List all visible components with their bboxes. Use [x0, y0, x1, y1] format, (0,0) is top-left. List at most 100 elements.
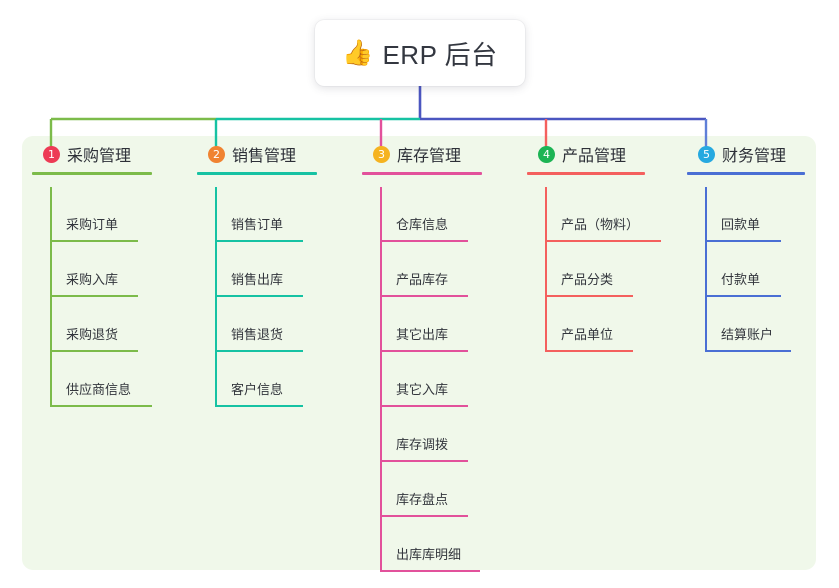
leaf-item-rule — [380, 350, 468, 352]
leaf-item-label: 出库库明细 — [396, 547, 462, 562]
leaf-item[interactable]: 供应商信息 — [50, 352, 197, 407]
leaf-item[interactable]: 销售退货 — [215, 297, 362, 352]
leaf-item-rule — [380, 460, 468, 462]
leaf-item-label: 其它入库 — [396, 382, 449, 397]
leaf-item[interactable]: 采购订单 — [50, 187, 197, 242]
column-items: 回款单付款单结算账户 — [687, 187, 839, 352]
column-header-rule — [527, 172, 645, 175]
leaf-item-label: 销售退货 — [231, 327, 284, 342]
leaf-item[interactable]: 仓库信息 — [380, 187, 527, 242]
column-header-rule — [32, 172, 152, 175]
leaf-item[interactable]: 结算账户 — [705, 297, 839, 352]
column-items: 产品（物料） 产品分类产品单位 — [527, 187, 692, 352]
leaf-item[interactable]: 其它入库 — [380, 352, 527, 407]
column-spine — [705, 187, 707, 352]
column-header[interactable]: 4 产品管理 — [527, 136, 692, 172]
column-spine — [50, 187, 52, 407]
leaf-item[interactable]: 回款单 — [705, 187, 839, 242]
column-产品管理: 4 产品管理产品（物料） 产品分类产品单位 — [527, 136, 692, 352]
leaf-item-rule — [380, 405, 468, 407]
leaf-item-label: 结算账户 — [721, 327, 774, 342]
leaf-item-rule — [705, 295, 781, 297]
column-header-rule — [687, 172, 805, 175]
leaf-item[interactable]: 客户信息 — [215, 352, 362, 407]
column-items: 销售订单销售出库销售退货客户信息 — [197, 187, 362, 407]
column-index-badge: 4 — [538, 145, 555, 163]
leaf-item-label: 采购入库 — [66, 272, 119, 287]
leaf-item[interactable]: 采购退货 — [50, 297, 197, 352]
leaf-item-rule — [50, 405, 152, 407]
column-index-badge: 2 — [208, 145, 225, 163]
leaf-item-rule — [380, 570, 480, 572]
leaf-item-label: 产品分类 — [561, 272, 614, 287]
leaf-item[interactable]: 销售出库 — [215, 242, 362, 297]
leaf-item-rule — [380, 240, 468, 242]
leaf-item[interactable]: 销售订单 — [215, 187, 362, 242]
leaf-item-label: 销售出库 — [231, 272, 284, 287]
leaf-item-rule — [215, 350, 303, 352]
leaf-item-label: 库存盘点 — [396, 492, 449, 507]
leaf-item-label: 销售订单 — [231, 217, 284, 232]
leaf-item-rule — [50, 350, 138, 352]
leaf-item-label: 仓库信息 — [396, 217, 449, 232]
leaf-item-label: 采购退货 — [66, 327, 119, 342]
column-header[interactable]: 5 财务管理 — [687, 136, 839, 172]
leaf-item-label: 客户信息 — [231, 382, 284, 397]
leaf-item-label: 产品库存 — [396, 272, 449, 287]
leaf-item-label: 回款单 — [721, 217, 761, 232]
leaf-item-label: 采购订单 — [66, 217, 119, 232]
leaf-item[interactable]: 库存调拨 — [380, 407, 527, 462]
column-title: 销售管理 — [232, 148, 297, 165]
leaf-item-label: 供应商信息 — [66, 382, 132, 397]
column-title: 产品管理 — [562, 148, 627, 165]
leaf-item-rule — [50, 295, 138, 297]
column-items: 采购订单采购入库采购退货供应商信息 — [32, 187, 197, 407]
thumbs-up-icon: 👍 — [342, 38, 374, 67]
column-spine — [215, 187, 217, 407]
column-header-rule — [362, 172, 482, 175]
leaf-item[interactable]: 出库库明细 — [380, 517, 527, 572]
root-title: ERP 后台 — [382, 39, 498, 70]
leaf-item[interactable]: 产品分类 — [545, 242, 692, 297]
leaf-item-rule — [545, 295, 633, 297]
column-items: 仓库信息产品库存其它出库其它入库库存调拨库存盘点出库库明细 — [362, 187, 527, 572]
content-panel — [22, 136, 816, 570]
column-财务管理: 5 财务管理回款单付款单结算账户 — [687, 136, 839, 352]
column-index-badge: 5 — [698, 145, 715, 163]
column-header-rule — [197, 172, 317, 175]
column-title: 财务管理 — [722, 148, 787, 165]
leaf-item-rule — [545, 240, 661, 242]
column-spine — [545, 187, 547, 352]
leaf-item-rule — [380, 295, 468, 297]
leaf-item-label: 产品（物料） — [561, 217, 640, 232]
column-index-badge: 1 — [43, 145, 60, 163]
leaf-item-rule — [705, 350, 791, 352]
leaf-item-label: 其它出库 — [396, 327, 449, 342]
leaf-item[interactable]: 产品（物料） — [545, 187, 692, 242]
leaf-item-rule — [215, 405, 303, 407]
leaf-item-rule — [215, 295, 303, 297]
leaf-item[interactable]: 产品库存 — [380, 242, 527, 297]
leaf-item[interactable]: 付款单 — [705, 242, 839, 297]
leaf-item[interactable]: 其它出库 — [380, 297, 527, 352]
leaf-item-rule — [50, 240, 138, 242]
column-销售管理: 2 销售管理销售订单销售出库销售退货客户信息 — [197, 136, 362, 407]
leaf-item[interactable]: 产品单位 — [545, 297, 692, 352]
leaf-item[interactable]: 库存盘点 — [380, 462, 527, 517]
leaf-item[interactable]: 采购入库 — [50, 242, 197, 297]
leaf-item-rule — [215, 240, 303, 242]
leaf-item-rule — [380, 515, 468, 517]
column-header[interactable]: 2 销售管理 — [197, 136, 362, 172]
leaf-item-rule — [705, 240, 781, 242]
root-node[interactable]: 👍 ERP 后台 — [315, 20, 525, 86]
leaf-item-label: 库存调拨 — [396, 437, 449, 452]
column-title: 库存管理 — [397, 148, 462, 165]
leaf-item-rule — [545, 350, 633, 352]
leaf-item-label: 产品单位 — [561, 327, 614, 342]
